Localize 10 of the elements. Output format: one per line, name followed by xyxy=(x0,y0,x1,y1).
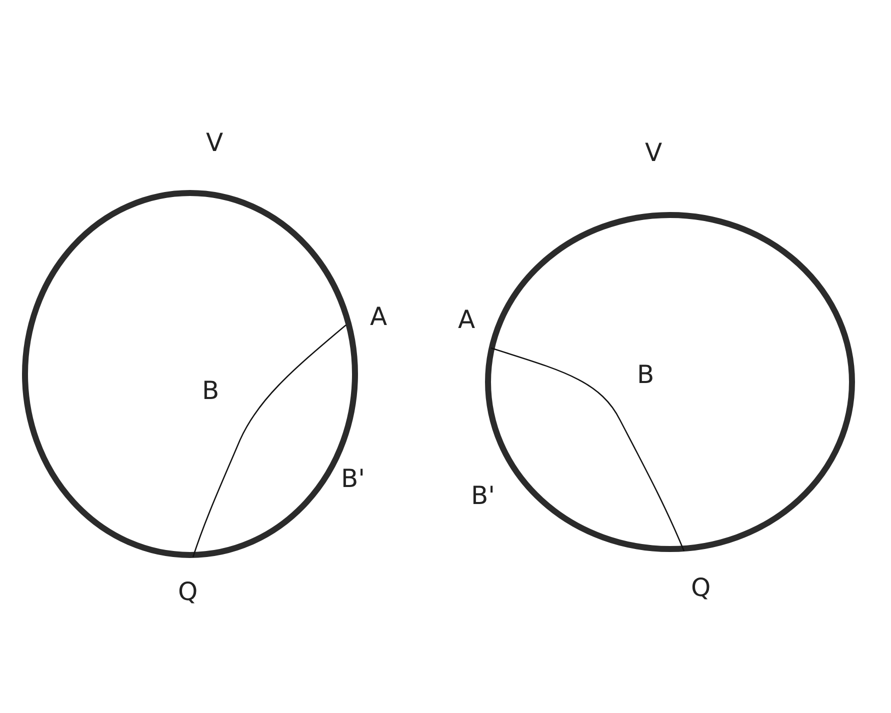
point-label: B' xyxy=(341,466,366,491)
point-label: B xyxy=(637,362,654,387)
point-label: V xyxy=(645,140,662,165)
point-label: Q xyxy=(691,575,711,600)
point-label: Q xyxy=(178,579,198,604)
point-label: B' xyxy=(471,483,496,508)
point-label: B xyxy=(202,378,220,403)
point-label: V xyxy=(206,130,224,155)
point-label: A xyxy=(458,307,476,332)
point-label: A xyxy=(370,304,388,329)
